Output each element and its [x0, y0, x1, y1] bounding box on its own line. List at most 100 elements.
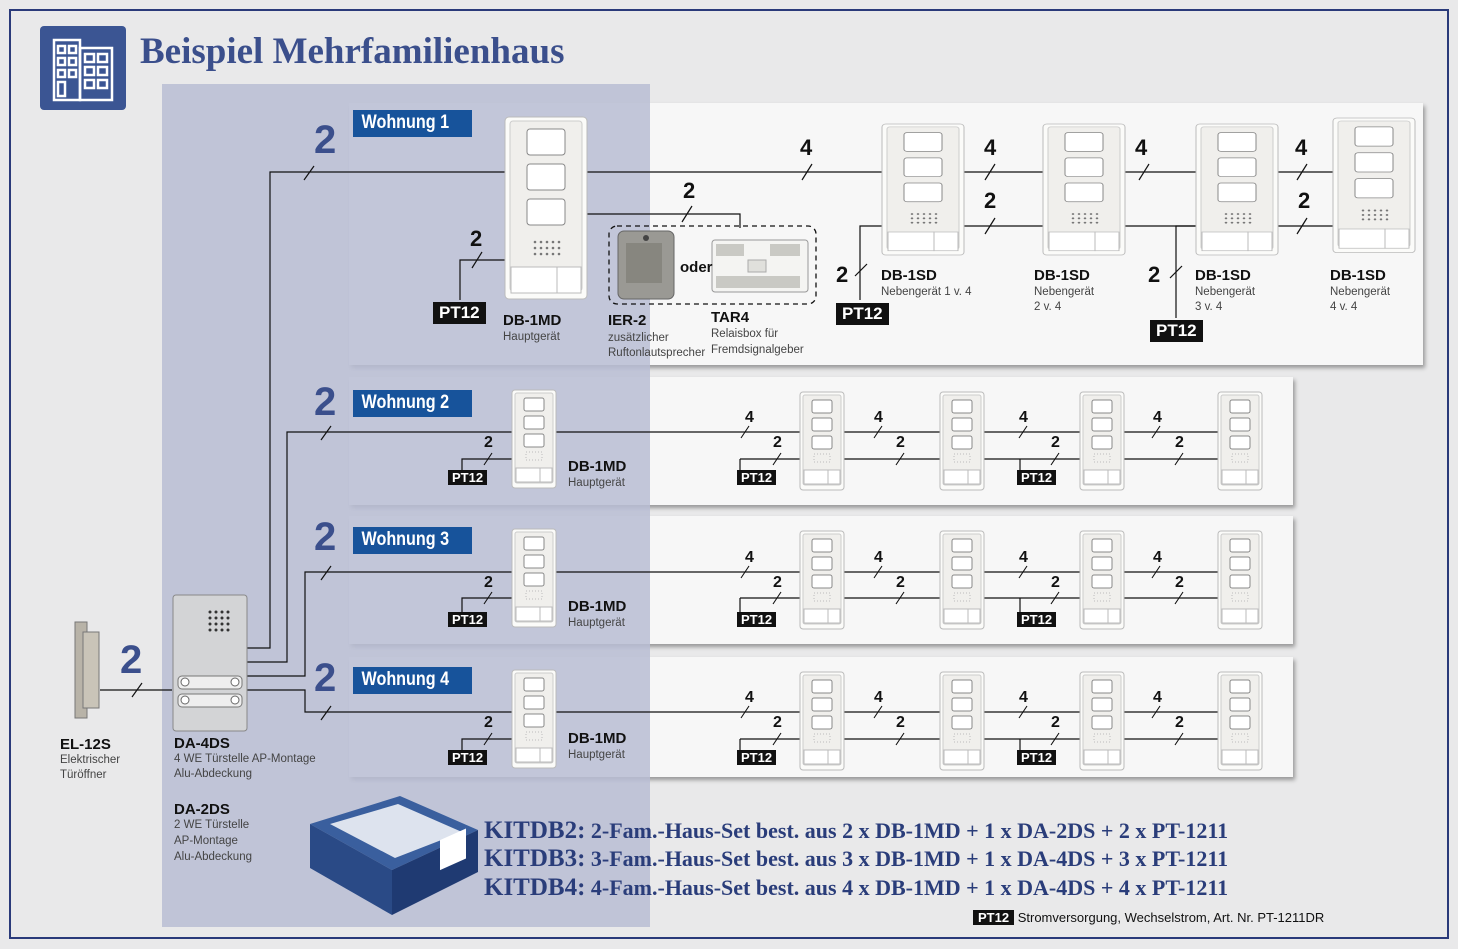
da-2ds-desc: 2 WE Türstelle — [174, 819, 250, 831]
sub3-desc: Nebengerät — [1195, 286, 1256, 298]
wire-4: 4 — [1153, 409, 1162, 426]
wire-4: 4 — [1019, 689, 1028, 706]
w3-main-device-label: DB-1MD — [568, 598, 627, 615]
wire-4: 4 — [874, 549, 883, 566]
kit-line: KITDB4: 4-Fam.-Haus-Set best. aus 4 x DB… — [484, 874, 1228, 902]
da-4ds-desc: 4 WE Türstelle AP-Montage — [174, 753, 316, 765]
wire-4: 4 — [745, 549, 754, 566]
sub2-desc: Nebengerät — [1034, 286, 1095, 298]
wire-2: 2 — [1175, 714, 1184, 731]
w1-wire-2: 2 — [984, 188, 997, 213]
w1-wire-4: 4 — [1135, 135, 1148, 160]
page-title: Beispiel Mehrfamilienhaus — [140, 31, 565, 72]
wohnung-4-wire-count: 2 — [314, 656, 337, 700]
w1-main-device-desc: Hauptgerät — [503, 331, 560, 343]
da-2ds-desc: Alu-Abdeckung — [174, 851, 252, 863]
w1-wire-2: 2 — [836, 262, 849, 287]
el-12s-desc: Türöffner — [60, 769, 107, 781]
pt12-badge: PT12 — [448, 612, 488, 627]
wire-2: 2 — [896, 574, 905, 591]
wire-2: 2 — [1175, 434, 1184, 451]
wohnung-2-label: Wohnung 2 — [353, 390, 472, 417]
kit-line: KITDB3: 3-Fam.-Haus-Set best. aus 3 x DB… — [484, 845, 1228, 873]
pt12-badge: PT12 — [448, 470, 488, 485]
pt12-badge: PT12 — [1150, 320, 1203, 342]
sub1-label: DB-1SD — [881, 267, 937, 284]
pt12-badge: PT12 — [1017, 750, 1057, 765]
w2-main-device-label: DB-1MD — [568, 458, 627, 475]
wire-4: 4 — [874, 689, 883, 706]
footnote: PT12 Stromversorgung, Wechselstrom, Art.… — [973, 910, 1324, 925]
door-opener-wire-count: 2 — [120, 638, 143, 682]
sub1-desc: Nebengerät 1 v. 4 — [881, 286, 972, 298]
w1-wire-2: 2 — [1148, 262, 1161, 287]
tar4-desc: Relaisbox für — [711, 328, 779, 340]
sub2-desc: 2 v. 4 — [1034, 301, 1062, 313]
w1-main-device-label: DB-1MD — [503, 312, 562, 329]
el-12s-desc: Elektrischer — [60, 754, 121, 766]
da-2ds-desc: AP-Montage — [174, 835, 238, 847]
kit-box-image — [310, 796, 478, 915]
wire-4: 4 — [1019, 409, 1028, 426]
w1-wire-4: 4 — [1295, 135, 1308, 160]
pt12-badge: PT12 — [973, 910, 1015, 925]
sub4-desc: Nebengerät — [1330, 286, 1391, 298]
el-12s-label: EL-12S — [60, 736, 111, 753]
wire-2: 2 — [896, 434, 905, 451]
wire-2: 2 — [896, 714, 905, 731]
ier-2-desc: Ruftonlautsprecher — [608, 347, 706, 359]
wire-2: 2 — [484, 714, 493, 731]
da-4ds-label: DA-4DS — [174, 735, 230, 752]
sub3-label: DB-1SD — [1195, 267, 1251, 284]
wire-2: 2 — [1051, 434, 1060, 451]
wohnung-3-label: Wohnung 3 — [353, 527, 472, 554]
tar4-relay — [711, 239, 809, 293]
wire-2: 2 — [1051, 714, 1060, 731]
wire-2: 2 — [773, 574, 782, 591]
wire-4: 4 — [1153, 689, 1162, 706]
w1-wire-2: 2 — [683, 178, 696, 203]
wire-4: 4 — [745, 689, 754, 706]
w1-wire-4: 4 — [984, 135, 997, 160]
wohnung-2-wire-count: 2 — [314, 380, 337, 424]
w1-wire-2: 2 — [470, 226, 483, 251]
oder-label: oder — [680, 259, 713, 276]
ier-2-label: IER-2 — [608, 312, 647, 329]
kit-name: KITDB4: — [484, 874, 586, 901]
da-2ds-label: DA-2DS — [174, 801, 230, 818]
pt12-badge: PT12 — [1017, 612, 1057, 627]
kit-name: KITDB2: — [484, 817, 586, 844]
wohnung-4-label: Wohnung 4 — [353, 667, 472, 694]
el-12s-door-opener — [74, 621, 100, 719]
building-icon — [40, 26, 126, 110]
da-4ds-door-station — [172, 594, 248, 732]
w3-main-device-desc: Hauptgerät — [568, 617, 625, 629]
w4-main-device-desc: Hauptgerät — [568, 749, 625, 761]
pt12-badge: PT12 — [1017, 470, 1057, 485]
kit-text: 4-Fam.-Haus-Set best. aus 4 x DB-1MD + 1… — [590, 875, 1229, 900]
diagram-frame — [9, 9, 1449, 939]
pt12-badge: PT12 — [737, 470, 777, 485]
pt12-badge: PT12 — [836, 303, 889, 325]
sub3-desc: 3 v. 4 — [1195, 301, 1223, 313]
tar4-desc: Fremdsignalgeber — [711, 344, 804, 356]
pt12-badge: PT12 — [433, 302, 486, 324]
ier-2-desc: zusätzlicher — [608, 332, 669, 344]
w1-wire-2: 2 — [1298, 188, 1311, 213]
pt12-badge: PT12 — [737, 750, 777, 765]
wire-4: 4 — [874, 409, 883, 426]
wire-4: 4 — [1153, 549, 1162, 566]
wire-4: 4 — [745, 409, 754, 426]
kit-text: 2-Fam.-Haus-Set best. aus 2 x DB-1MD + 1… — [590, 818, 1229, 843]
wohnung-1-label: Wohnung 1 — [353, 110, 472, 137]
pt12-badge: PT12 — [448, 750, 488, 765]
wire-2: 2 — [1175, 574, 1184, 591]
wire-2: 2 — [773, 714, 782, 731]
wire-2: 2 — [484, 434, 493, 451]
w2-main-device-desc: Hauptgerät — [568, 477, 625, 489]
sub4-label: DB-1SD — [1330, 267, 1386, 284]
sub4-desc: 4 v. 4 — [1330, 301, 1358, 313]
tar4-label: TAR4 — [711, 309, 750, 326]
sub2-label: DB-1SD — [1034, 267, 1090, 284]
